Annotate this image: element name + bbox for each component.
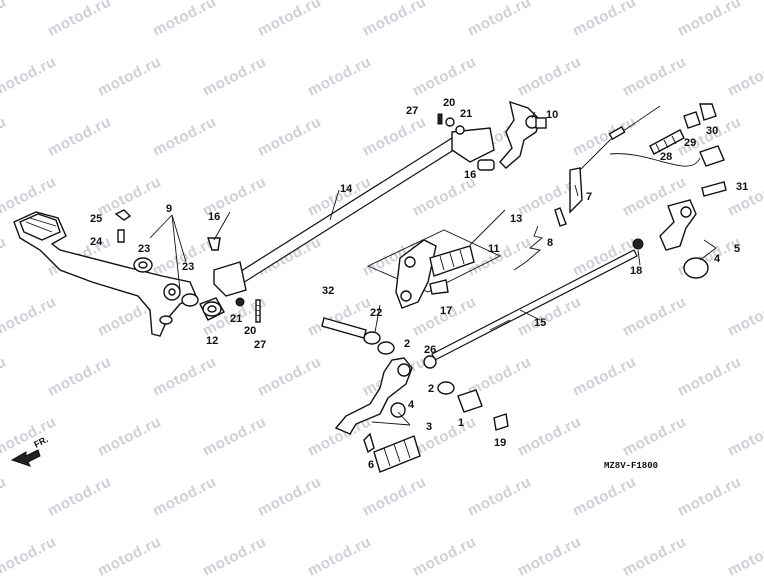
- callout-15: 15: [534, 317, 546, 329]
- callout-25: 25: [90, 213, 102, 225]
- switch-bracket: [366, 229, 502, 309]
- callout-27: 27: [254, 339, 266, 351]
- callout-2: 2: [404, 338, 410, 350]
- rod-14: [213, 127, 495, 297]
- callout-12: 12: [206, 335, 218, 347]
- front-marker-label: FR.: [32, 434, 49, 450]
- callout-8: 8: [547, 237, 553, 249]
- callout-9: 9: [166, 203, 172, 215]
- callout-13: 13: [510, 213, 522, 225]
- bolt-32: [321, 317, 395, 355]
- callouts: 1 2 2 3 4 4 5 6 7 8 9 10 11 12 13 14 15 …: [90, 97, 748, 471]
- callout-30: 30: [706, 125, 718, 137]
- shift-lever-3: [334, 357, 421, 473]
- callout-16: 16: [464, 169, 476, 181]
- callout-27: 27: [406, 105, 418, 117]
- callout-1: 1: [458, 417, 464, 429]
- callout-26: 26: [424, 344, 436, 356]
- front-arrow: FR.: [10, 434, 50, 467]
- callout-24: 24: [90, 236, 103, 248]
- pivot-parts: [114, 113, 495, 323]
- callout-4: 4: [408, 399, 415, 411]
- callout-21: 21: [460, 108, 472, 120]
- callout-10: 10: [546, 109, 558, 121]
- callout-31: 31: [736, 181, 748, 193]
- callout-18: 18: [630, 265, 642, 277]
- callout-17: 17: [440, 305, 452, 317]
- brake-pedal: [13, 211, 197, 337]
- callout-4: 4: [714, 253, 721, 265]
- callout-20: 20: [244, 325, 256, 337]
- callout-28: 28: [660, 151, 672, 163]
- leader-lines: [149, 111, 717, 426]
- callout-19: 19: [494, 437, 506, 449]
- callout-20: 20: [443, 97, 455, 109]
- callout-21: 21: [230, 313, 242, 325]
- callout-6: 6: [368, 459, 374, 471]
- callout-23: 23: [182, 261, 194, 273]
- callout-16: 16: [208, 211, 220, 223]
- rod-15: [423, 249, 638, 369]
- callout-5: 5: [734, 243, 740, 255]
- callout-14: 14: [340, 183, 353, 195]
- arm-5: [632, 199, 709, 279]
- bracket-10: [499, 100, 547, 169]
- callout-23: 23: [138, 243, 150, 255]
- callout-11: 11: [488, 243, 500, 255]
- callout-7: 7: [586, 191, 592, 203]
- callout-32: 32: [322, 285, 334, 297]
- callout-3: 3: [426, 421, 432, 433]
- spring-8: [513, 225, 543, 271]
- bushings: [437, 381, 509, 431]
- callout-29: 29: [684, 137, 696, 149]
- callout-2: 2: [428, 383, 434, 395]
- right-top-parts: [649, 103, 727, 197]
- callout-22: 22: [370, 307, 382, 319]
- diagram-code: MZ8V-F1800: [604, 461, 658, 471]
